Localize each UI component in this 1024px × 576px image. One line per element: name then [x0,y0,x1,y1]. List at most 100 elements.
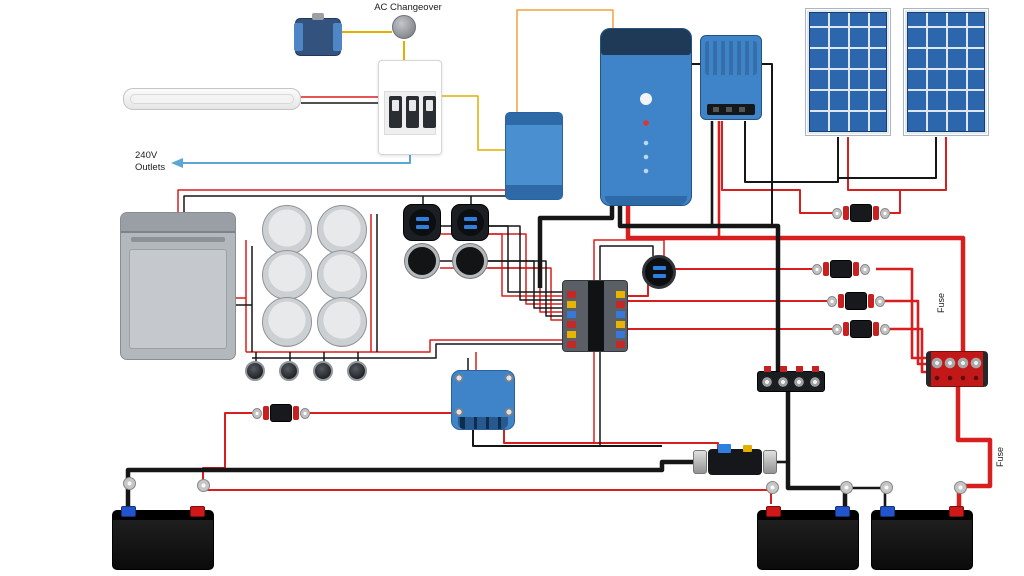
ring-terminal [954,481,967,494]
fuse-cap [263,406,270,420]
dc-fuse-box [562,280,628,352]
fuse-body [830,260,852,278]
inline-fuse-holder [252,402,310,424]
inverter-top-panel [601,29,691,55]
outlets-240v-line2: Outlets [135,162,166,174]
usb-socket [403,204,441,241]
socket-face [456,209,484,236]
battery-terminal-positive [766,506,781,517]
fridge-door [129,249,227,349]
240v-arrowhead [171,158,183,168]
usb-port [415,224,429,229]
fuse-label-upper: Fuse [936,292,946,313]
fuse-body [850,204,872,222]
ac-breaker-panel [378,60,442,155]
wire-black-main [617,206,781,372]
ring-terminal [880,323,890,335]
wire-black [472,430,662,447]
ac-changeover-switch [392,15,416,39]
shunt-body [708,444,762,475]
ceiling-light [317,205,367,255]
wire-red [236,240,247,352]
wire-black-main [537,206,615,288]
busbar-studs [931,352,983,386]
wire-black [236,246,253,352]
inverter-terminal-cover [605,196,687,205]
fuse-cap [867,294,874,308]
wire-red [202,412,252,484]
fuse-cap [823,262,830,276]
shunt-fuse [742,445,752,452]
status-leds [642,117,650,187]
battery-shunt [693,444,777,475]
dimmer-switch [279,361,299,381]
solar-cells [809,12,887,132]
fuse-body [845,292,867,310]
fuse-cap [838,294,845,308]
ac-changeover-label: AC Changeover [374,2,442,13]
wire-black [252,343,562,359]
fuse-cap [843,322,850,336]
battery-terminal-positive [190,506,205,517]
usb-socket-round [642,255,676,289]
fuse-body [850,320,872,338]
circuit-breaker [406,96,419,128]
brand-logo [640,93,652,105]
wire-black [489,225,562,301]
positive-busbar [926,351,988,387]
battery-terminal-positive [949,506,964,517]
wire-ac-yellow [442,95,505,151]
wire-240v-feed [183,152,411,164]
fuse-cap [872,206,879,220]
shunt-terminal [693,450,708,474]
wire-red [503,430,719,449]
fuse-cap [292,406,299,420]
ring-terminal [197,479,210,492]
inline-fuse-holder [832,318,890,340]
negative-busbar [757,366,825,392]
wire-solar-positive [900,137,947,191]
ring-terminal [832,323,842,335]
dimmer-switch [313,361,333,381]
circuit-breaker [389,96,402,128]
fuse-body [270,404,292,422]
wire-red [440,267,562,313]
ring-terminal [252,407,262,419]
solar-cells [907,12,985,132]
dcdc-charger [451,370,515,430]
wire-black [488,260,562,317]
solar-panel [805,8,891,136]
accessory-socket [453,244,487,278]
terminal-block [707,104,755,115]
ring-terminal [875,295,885,307]
wire-solar-negative [838,137,937,179]
ceiling-light [262,250,312,300]
mppt-solar-controller [700,35,762,120]
heatsink-fins [705,41,757,75]
wire-black [422,196,472,204]
ring-terminal [840,481,853,494]
battery [112,506,214,570]
usb-port [463,216,477,221]
ac-changeover-relay [294,13,342,56]
outlets-240v-line1: 240V [135,150,158,161]
ring-terminal [766,481,779,494]
ring-terminal [812,263,822,275]
shunt-pcb [718,444,732,453]
socket-face [408,209,436,236]
ceiling-light [317,250,367,300]
ceiling-light [317,297,367,347]
usb-port [415,216,429,221]
accessory-socket [405,244,439,278]
inline-fuse-holder [832,202,890,224]
circuit-breaker [423,96,436,128]
relay-terminal [312,13,324,20]
ring-terminal [832,207,842,219]
wire-red [310,412,463,430]
battery-terminal-negative [121,506,136,517]
usb-port [652,274,666,278]
usb-port [652,266,666,270]
outlets-240v-label: 240V Outlets [135,150,165,175]
inline-fuse-holder [827,290,885,312]
